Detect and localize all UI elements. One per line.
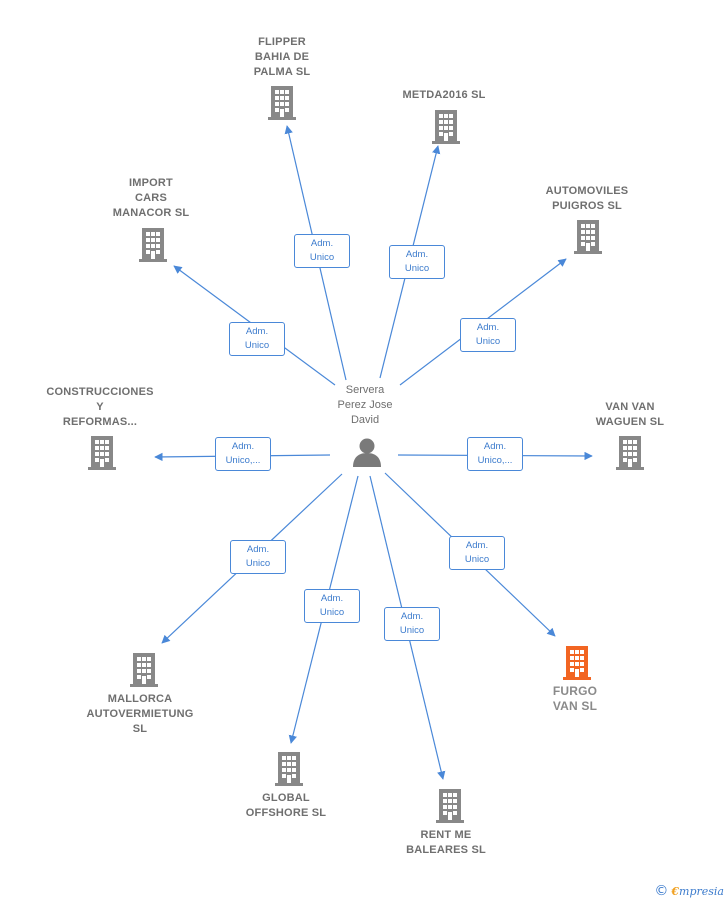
center-name-line: Servera bbox=[345, 384, 385, 396]
company-name-line: CONSTRUCCIONES bbox=[46, 386, 154, 398]
role-badge-line: Adm. bbox=[476, 322, 500, 333]
company-name-line: WAGUEN SL bbox=[595, 416, 665, 428]
role-badge-line: Adm. bbox=[245, 326, 269, 337]
role-badge-automoviles[interactable]: Adm. Unico bbox=[460, 318, 516, 352]
role-badge-line: Unico,... bbox=[477, 455, 513, 466]
brand-name: mpresia bbox=[679, 885, 724, 898]
role-badge-line: Adm. bbox=[246, 544, 270, 555]
role-badge-line: Adm. bbox=[320, 593, 344, 604]
building-icon-furgo[interactable] bbox=[563, 646, 591, 680]
company-name-line: METDA2016 SL bbox=[402, 89, 486, 101]
company-label-import[interactable]: IMPORT CARS MANACOR SL bbox=[106, 176, 196, 221]
role-badge-line: Unico bbox=[475, 336, 501, 347]
building-icon-mallorca[interactable] bbox=[130, 653, 158, 687]
role-badge-import[interactable]: Adm. Unico bbox=[229, 322, 285, 356]
company-label-automoviles[interactable]: AUTOMOVILES PUIGROS SL bbox=[532, 184, 642, 214]
company-name-line: FURGO bbox=[552, 684, 598, 698]
company-name-line: REFORMAS... bbox=[62, 416, 138, 428]
company-name-line: VAN SL bbox=[552, 699, 598, 713]
company-label-metda[interactable]: METDA2016 SL bbox=[394, 88, 494, 103]
company-name-line: Y bbox=[96, 401, 104, 413]
role-badge-line: Adm. bbox=[310, 238, 334, 249]
company-name-line: BALEARES SL bbox=[406, 844, 486, 856]
role-badge-line: Adm. bbox=[465, 540, 489, 551]
role-badge-line: Adm. bbox=[405, 249, 429, 260]
role-badge-line: Unico bbox=[319, 607, 345, 618]
company-name-line: BAHIA DE bbox=[254, 51, 310, 63]
center-name-line: Perez Jose bbox=[337, 399, 393, 411]
company-label-construcciones[interactable]: CONSTRUCCIONES Y REFORMAS... bbox=[40, 385, 160, 430]
company-label-vanvan[interactable]: VAN VAN WAGUEN SL bbox=[580, 400, 680, 430]
center-person-label[interactable]: Servera Perez Jose David bbox=[320, 383, 410, 428]
role-badge-flipper[interactable]: Adm. Unico bbox=[294, 234, 350, 268]
building-icon-metda[interactable] bbox=[432, 110, 460, 144]
company-name-line: CARS bbox=[135, 192, 167, 204]
role-badge-line: Unico bbox=[244, 340, 270, 351]
company-name-line: MANACOR SL bbox=[112, 207, 190, 219]
building-icon-import[interactable] bbox=[139, 228, 167, 262]
company-name-line: AUTOMOVILES bbox=[545, 185, 629, 197]
brand-footer: ©€mpresia bbox=[654, 883, 724, 899]
role-badge-line: Adm. bbox=[483, 441, 507, 452]
role-badge-vanvan[interactable]: Adm. Unico,... bbox=[467, 437, 523, 471]
company-name-line: PALMA SL bbox=[253, 66, 311, 78]
brand-logo-initial: € bbox=[671, 885, 680, 898]
company-name-line: VAN VAN bbox=[605, 401, 655, 413]
role-badge-line: Unico,... bbox=[225, 455, 261, 466]
role-badge-global[interactable]: Adm. Unico bbox=[304, 589, 360, 623]
company-name-line: PUIGROS SL bbox=[552, 200, 622, 212]
company-name-line: SL bbox=[132, 723, 148, 735]
role-badge-line: Adm. bbox=[231, 441, 255, 452]
company-name-line: RENT ME bbox=[420, 829, 472, 841]
company-name-line: FLIPPER bbox=[258, 36, 306, 48]
company-name-line: MALLORCA bbox=[107, 693, 173, 705]
role-badge-line: Adm. bbox=[400, 611, 424, 622]
center-name-line: David bbox=[350, 414, 380, 426]
role-badge-line: Unico bbox=[464, 554, 490, 565]
building-icon-flipper[interactable] bbox=[268, 86, 296, 120]
building-icon-global[interactable] bbox=[275, 752, 303, 786]
company-name-line: AUTOVERMIETUNG bbox=[86, 708, 194, 720]
role-badge-line: Unico bbox=[309, 252, 335, 263]
company-label-rentme[interactable]: RENT ME BALEARES SL bbox=[396, 828, 496, 858]
role-badge-metda[interactable]: Adm. Unico bbox=[389, 245, 445, 279]
building-icon-rentme[interactable] bbox=[436, 789, 464, 823]
building-icon-construcciones[interactable] bbox=[88, 436, 116, 470]
role-badge-mallorca[interactable]: Adm. Unico bbox=[230, 540, 286, 574]
company-label-global[interactable]: GLOBAL OFFSHORE SL bbox=[236, 791, 336, 821]
role-badge-line: Unico bbox=[245, 558, 271, 569]
role-badge-construcciones[interactable]: Adm. Unico,... bbox=[215, 437, 271, 471]
role-badge-rentme[interactable]: Adm. Unico bbox=[384, 607, 440, 641]
role-badge-line: Unico bbox=[399, 625, 425, 636]
person-icon bbox=[353, 438, 381, 467]
company-label-mallorca[interactable]: MALLORCA AUTOVERMIETUNG SL bbox=[80, 692, 200, 737]
role-badge-line: Unico bbox=[404, 263, 430, 274]
building-icon-automoviles[interactable] bbox=[574, 220, 602, 254]
company-label-flipper[interactable]: FLIPPER BAHIA DE PALMA SL bbox=[240, 35, 324, 80]
building-icon-vanvan[interactable] bbox=[616, 436, 644, 470]
company-name-line: OFFSHORE SL bbox=[245, 807, 327, 819]
company-name-line: IMPORT bbox=[129, 177, 173, 189]
role-badge-furgo[interactable]: Adm. Unico bbox=[449, 536, 505, 570]
copyright-icon: © bbox=[654, 883, 669, 899]
company-name-line: GLOBAL bbox=[262, 792, 310, 804]
